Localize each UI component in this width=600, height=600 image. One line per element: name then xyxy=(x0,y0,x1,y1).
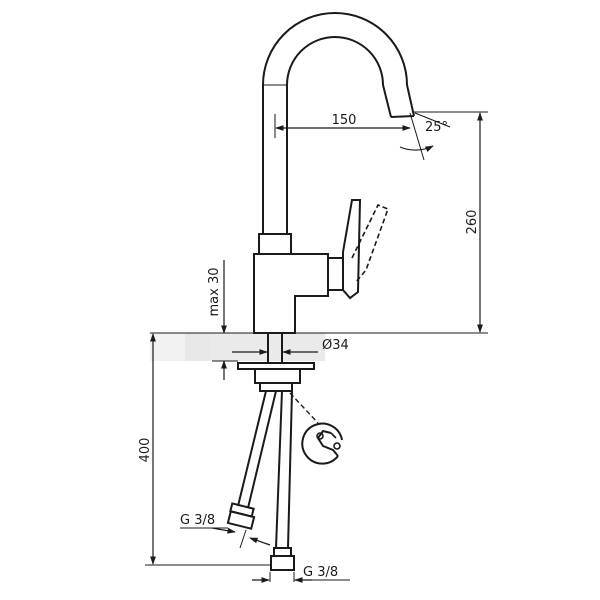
faucet-spout xyxy=(262,12,415,234)
dimension-thread-right: G 3/8 xyxy=(252,565,350,583)
label-spout-reach: 150 xyxy=(332,113,357,128)
dimension-deck-thickness: max 30 xyxy=(207,260,238,380)
dimension-hole-diameter: Ø34 xyxy=(232,338,349,355)
label-hose-length: 400 xyxy=(138,438,153,463)
retaining-clip-detail xyxy=(289,392,343,465)
label-spout-angle: 25° xyxy=(425,120,448,135)
dimension-thread-left: G 3/8 xyxy=(180,513,271,549)
countertop-deck xyxy=(150,333,325,361)
lever-handle xyxy=(328,199,390,300)
label-height: 260 xyxy=(465,210,480,235)
hose-fitting-left xyxy=(226,502,256,530)
dimension-spout-angle: 25° xyxy=(399,112,451,161)
label-hole-diameter: Ø34 xyxy=(322,338,349,353)
dimension-height: 260 xyxy=(150,111,488,334)
hose-fitting-right xyxy=(270,547,295,571)
faucet-body xyxy=(253,233,329,334)
label-deck-thickness: max 30 xyxy=(207,268,222,317)
label-thread-left: G 3/8 xyxy=(180,513,215,528)
dimension-spout-reach: 150 xyxy=(274,113,411,138)
supply-hoses xyxy=(226,390,295,571)
dimension-hose-length: 400 xyxy=(138,333,272,566)
label-thread-right: G 3/8 xyxy=(303,565,338,580)
